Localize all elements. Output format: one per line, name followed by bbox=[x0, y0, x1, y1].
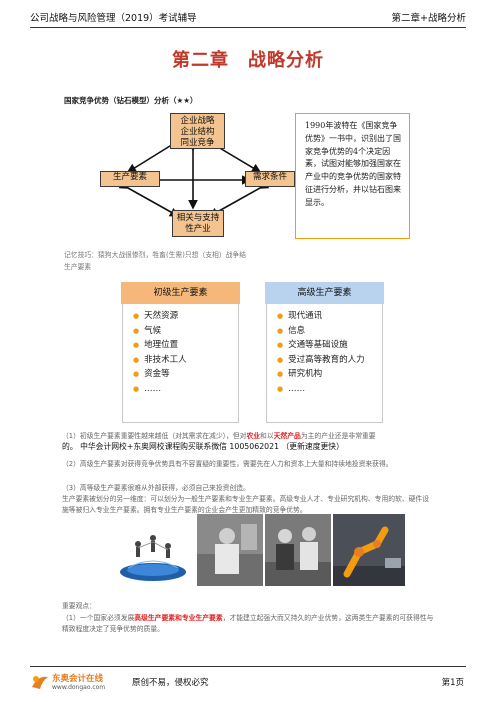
robot-arm-image bbox=[333, 514, 405, 586]
list-item: ●研究机构 bbox=[277, 369, 323, 380]
memory-tip: 记忆技巧：猿狗大战很惨烈，牲畜(生需)只想（支相）战争结 bbox=[64, 251, 247, 259]
page-header: 公司战略与风险管理（2019）考试辅导 第二章+战略分析 bbox=[30, 10, 466, 26]
list-item: ●地理位置 bbox=[133, 340, 179, 351]
bullet-icon: ● bbox=[277, 370, 284, 379]
paragraph-2: （2）高级生产要素对获得竞争优势具有不容置疑的重要性，需要先在人力和资本上大量和… bbox=[62, 460, 393, 468]
footer-divider bbox=[30, 666, 466, 667]
office-people-image bbox=[265, 514, 331, 586]
bullet-icon: ● bbox=[133, 355, 140, 364]
diamond-top-box: 企业战略 企业结构 同业竞争 bbox=[170, 113, 225, 149]
primary-factors-list: ●天然资源 ●气候 ●地理位置 ●非技术工人 ●资金等 ●…… bbox=[133, 309, 234, 397]
header-left: 公司战略与风险管理（2019）考试辅导 bbox=[30, 13, 197, 24]
globe-network-image bbox=[118, 524, 188, 584]
bullet-icon: ● bbox=[133, 370, 140, 379]
factor-label: 生产要素 bbox=[64, 263, 92, 271]
footer-brand: 东奥会计在线 bbox=[52, 674, 104, 684]
bullet-icon: ● bbox=[277, 341, 284, 350]
list-item: ●…… bbox=[133, 383, 162, 394]
list-item: ●现代通讯 bbox=[277, 311, 323, 321]
bullet-icon: ● bbox=[277, 355, 284, 364]
diamond-bottom-box: 相关与支持 性产业 bbox=[172, 210, 224, 237]
bullet-icon: ● bbox=[133, 326, 140, 335]
paragraph-5: （1）一个国家必须发展高级生产要素和专业生产要素，才能建立起强大而又持久的产业优… bbox=[62, 614, 434, 633]
key-points-title: 重要观点： bbox=[62, 602, 96, 610]
ad-line: 的。 中华会计网校+东奥网校课程购买联系微信 1005062021 （更新速度更… bbox=[62, 442, 344, 451]
list-item: ●交通等基础设施 bbox=[277, 340, 348, 351]
footer-url: www.dongao.com bbox=[52, 684, 106, 691]
bullet-icon: ● bbox=[133, 312, 140, 320]
list-item: ●受过高等教育的人力 bbox=[277, 354, 365, 365]
section-heading: 国家竞争优势（钻石模型）分析（★★） bbox=[64, 96, 198, 105]
bullet-icon: ● bbox=[133, 384, 140, 393]
advanced-factors-panel: 高级生产要素 ●现代通讯 ●信息 ●交通等基础设施 ●受过高等教育的人力 ●研究… bbox=[265, 282, 384, 423]
paragraph-4: 生产要素被划分的另一维度：可以划分为一般生产要素和专业生产要素。高级专业人才、专… bbox=[62, 495, 430, 514]
footer-slogan: 原创不易，侵权必究 bbox=[132, 678, 209, 688]
primary-factors-panel: 初级生产要素 ●天然资源 ●气候 ●地理位置 ●非技术工人 ●资金等 ●…… bbox=[121, 282, 240, 423]
bullet-icon: ● bbox=[133, 341, 140, 350]
bullet-icon: ● bbox=[277, 384, 284, 393]
bullet-icon: ● bbox=[277, 312, 284, 320]
page-number: 第1页 bbox=[441, 678, 464, 688]
list-item: ●…… bbox=[277, 383, 306, 394]
chapter-title: 第二章 战略分析 bbox=[172, 50, 324, 71]
note-box: 1990年波特在《国家竞争优势》一书中，识别出了国家竞争优势的4个决定因素，试图… bbox=[295, 113, 410, 239]
list-item: ●信息 bbox=[277, 325, 306, 336]
bullet-icon: ● bbox=[277, 326, 284, 335]
advanced-factors-title: 高级生产要素 bbox=[265, 282, 384, 304]
primary-factors-title: 初级生产要素 bbox=[121, 282, 240, 304]
diamond-right-box: 需求条件 bbox=[245, 171, 295, 187]
list-item: ●非技术工人 bbox=[133, 354, 187, 365]
advanced-factors-list: ●现代通讯 ●信息 ●交通等基础设施 ●受过高等教育的人力 ●研究机构 ●…… bbox=[277, 309, 378, 397]
list-item: ●气候 bbox=[133, 325, 162, 336]
paragraph-1: （1）初级生产要素重要性越来越低（对其需求在减少），但对农业和以天然产品为主的产… bbox=[62, 432, 376, 440]
header-right: 第二章+战略分析 bbox=[391, 13, 466, 24]
list-item: ●资金等 bbox=[133, 369, 170, 380]
dongao-logo-icon bbox=[30, 673, 50, 691]
lab-worker-image bbox=[197, 514, 263, 586]
paragraph-3: （3）高等级生产要素很难从外部获得，必须自己来投资创造。 bbox=[62, 484, 250, 492]
diamond-left-box: 生产要素 bbox=[100, 171, 160, 187]
header-divider bbox=[30, 27, 466, 28]
list-item: ●天然资源 bbox=[133, 311, 179, 321]
